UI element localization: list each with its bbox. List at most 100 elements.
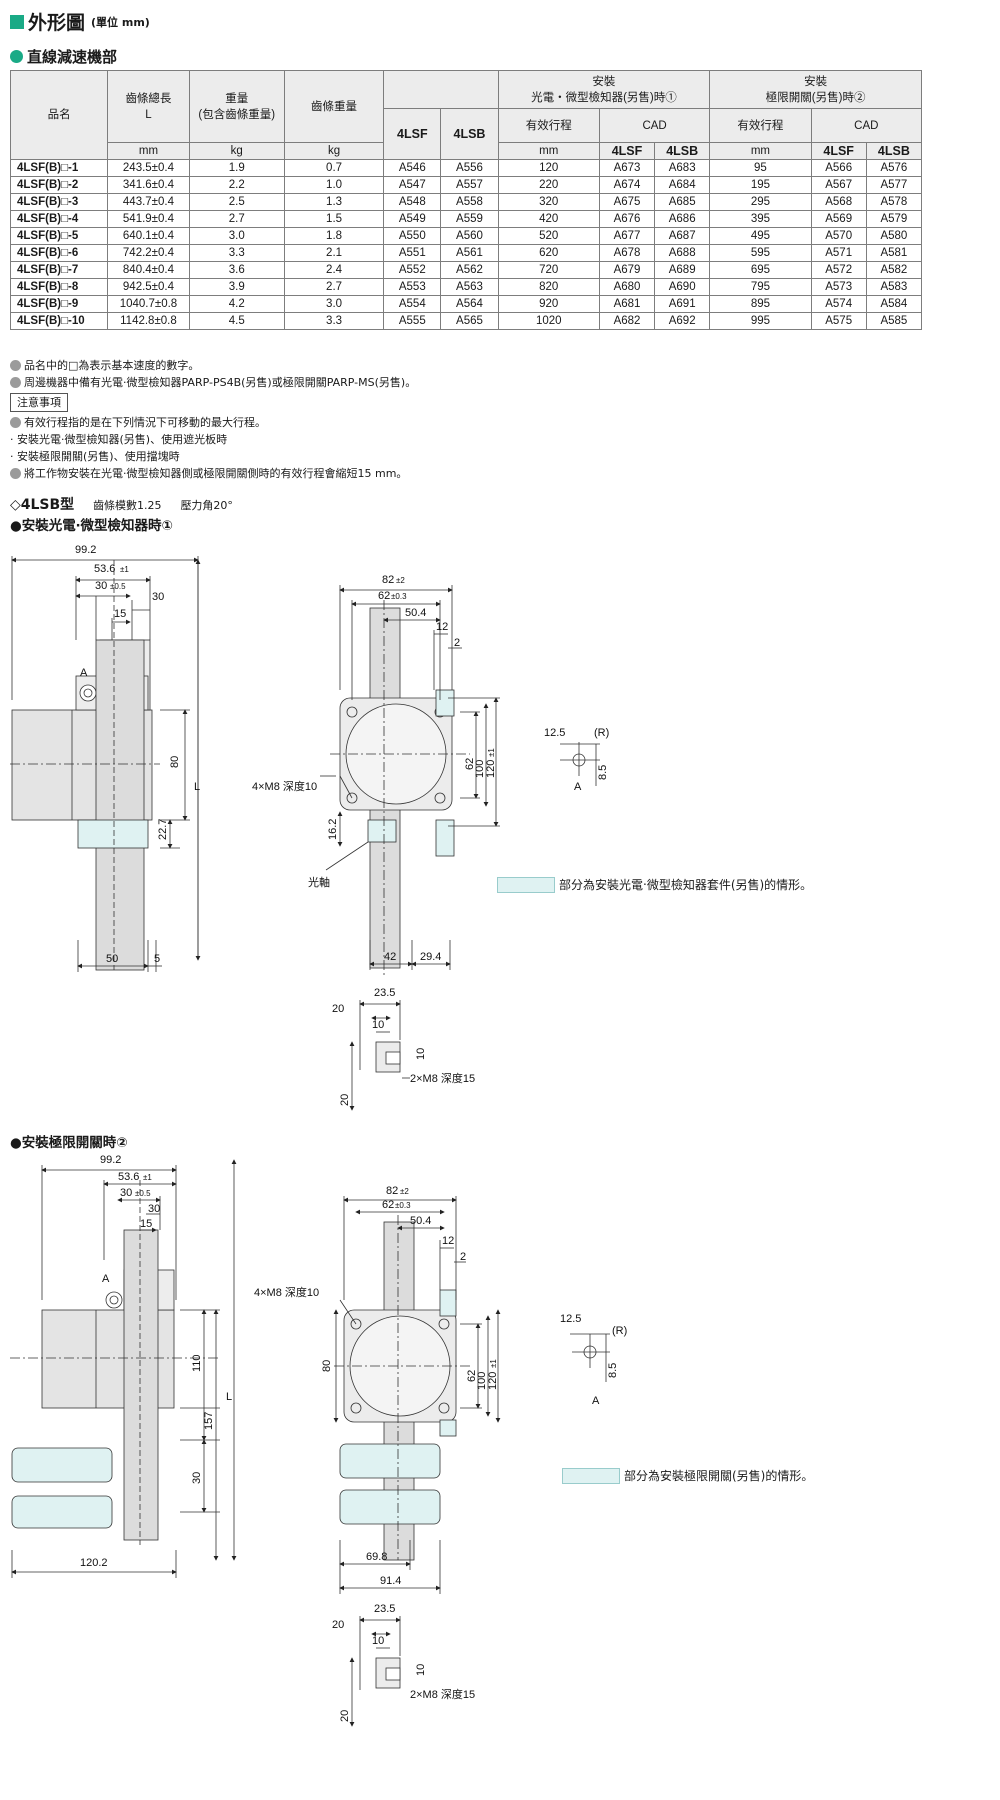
- label-a2: A: [592, 1395, 600, 1407]
- dim-12-5: 12.5: [560, 1313, 581, 1325]
- dim-20: 20: [332, 1619, 344, 1631]
- section-title: 直線減速機部: [10, 46, 117, 67]
- part-number-cell: 4LSF(B)□-6: [9, 244, 109, 262]
- dim-23-5: 23.5: [374, 987, 395, 999]
- table-cell: A580: [865, 227, 923, 245]
- table-cell: 1020: [497, 312, 600, 330]
- label-l: L: [194, 781, 200, 793]
- table-cell: 3.0: [283, 295, 385, 313]
- unit-label: (單位 mm): [91, 15, 150, 29]
- view1-labels: 99.2 53.6 ±1 30 ±0.5 30 15 A 80 L 22.7 5…: [75, 544, 609, 1106]
- dim-12-5: 12.5: [544, 727, 565, 739]
- tap-callout: 2×M8 深度15: [410, 1687, 475, 1701]
- unit-stroke2: mm: [709, 142, 812, 160]
- table-cell: A683: [654, 159, 711, 177]
- hole-callout: 4×M8 深度10: [252, 779, 317, 793]
- table-cell: A578: [865, 193, 923, 211]
- table-cell: 995: [709, 312, 812, 330]
- label-a: A: [80, 667, 88, 679]
- dim-82: 82: [386, 1185, 398, 1197]
- dim-20v: 20: [339, 1094, 351, 1106]
- header-cad1-4lsf: 4LSF: [598, 142, 656, 160]
- header-4lsb: 4LSB: [440, 108, 499, 160]
- tol-05: ±0.5: [110, 582, 126, 591]
- dim-80: 80: [321, 1360, 333, 1372]
- table-cell: 795: [709, 278, 812, 296]
- tol-03: ±0.3: [391, 592, 407, 601]
- dim-50-4: 50.4: [405, 607, 426, 619]
- table-cell: A689: [654, 261, 711, 279]
- dim-30v: 30: [191, 1472, 203, 1484]
- dim-15: 15: [114, 608, 126, 620]
- dim-91-4: 91.4: [380, 1575, 401, 1587]
- table-cell: A677: [598, 227, 656, 245]
- view2-side-view: [10, 1180, 220, 1545]
- tol-1v: ±1: [487, 748, 496, 757]
- table-cell: A553: [383, 278, 442, 296]
- dim-82: 82: [382, 574, 394, 586]
- dim-30: 30: [95, 580, 107, 592]
- tap-callout: 2×M8 深度15: [410, 1071, 475, 1085]
- view1-legend: 部分為安裝光電‧微型檢知器套件(另售)的情形。: [497, 876, 812, 893]
- table-cell: 742.2±0.4: [107, 244, 190, 262]
- table-cell: A561: [440, 244, 499, 262]
- table-cell: 443.7±0.4: [107, 193, 190, 211]
- label-a2: A: [574, 781, 582, 793]
- label-l: L: [226, 1391, 232, 1403]
- table-cell: 3.9: [188, 278, 285, 296]
- table-cell: A557: [440, 176, 499, 194]
- label-a: A: [102, 1273, 110, 1285]
- view2-labels: 99.2 53.6 ±1 30 ±0.5 30 15 A 110 157 L 3…: [80, 1154, 627, 1722]
- table-cell: 3.3: [283, 312, 385, 330]
- view1-title: ●安裝光電‧微型檢知器時①: [10, 518, 173, 534]
- dim-99-2: 99.2: [100, 1154, 121, 1166]
- gray-bullet-icon: [10, 360, 21, 371]
- table-cell: 3.6: [188, 261, 285, 279]
- circle-bullet-icon: [10, 50, 23, 63]
- dim-62: 62: [382, 1199, 394, 1211]
- dim-20: 20: [332, 1003, 344, 1015]
- dim-80: 80: [169, 756, 181, 768]
- dim-157: 157: [203, 1412, 215, 1430]
- header-stroke1: 有效行程: [497, 108, 600, 143]
- dim-42: 42: [384, 951, 396, 963]
- view2-front-dims: [333, 1196, 501, 1594]
- tol-05: ±0.5: [135, 1189, 151, 1198]
- table-cell: A676: [598, 210, 656, 228]
- table-cell: A547: [383, 176, 442, 194]
- gray-bullet-icon: [10, 468, 21, 479]
- table-cell: A579: [865, 210, 923, 228]
- header-blank: [383, 70, 499, 109]
- dim-110: 110: [191, 1354, 203, 1372]
- table-cell: 1.9: [188, 159, 285, 177]
- dim-5: 5: [154, 953, 160, 965]
- dim-120-2: 120.2: [80, 1557, 108, 1569]
- unit-rack-weight: kg: [283, 142, 385, 160]
- dim-22-7: 22.7: [157, 819, 169, 840]
- dim-30b: 30: [148, 1203, 160, 1215]
- hole-callout: 4×M8 深度10: [254, 1285, 319, 1299]
- dim-100: 100: [476, 1372, 488, 1390]
- table-cell: 395: [709, 210, 812, 228]
- table-cell: 1142.8±0.8: [107, 312, 190, 330]
- view2-legend: 部分為安裝極限開關(另售)的情形。: [562, 1467, 813, 1484]
- tol-03: ±0.3: [395, 1201, 411, 1210]
- table-cell: A566: [810, 159, 867, 177]
- gray-bullet-icon: [10, 377, 21, 388]
- dim-12: 12: [442, 1235, 454, 1247]
- dim-53-6: 53.6: [94, 563, 115, 575]
- table-cell: A691: [654, 295, 711, 313]
- table-cell: A565: [440, 312, 499, 330]
- table-cell: A673: [598, 159, 656, 177]
- view1-side-dims: [11, 556, 201, 972]
- dim-62v: 62: [466, 1370, 478, 1382]
- dim-10: 10: [372, 1019, 384, 1031]
- view1-front-dims: [320, 585, 500, 970]
- table-cell: A568: [810, 193, 867, 211]
- table-cell: A577: [865, 176, 923, 194]
- view1-front-view: [330, 600, 470, 975]
- header-group1: 安裝光電‧微型檢知器(另售)時①: [497, 70, 711, 109]
- dim-50-4: 50.4: [410, 1215, 431, 1227]
